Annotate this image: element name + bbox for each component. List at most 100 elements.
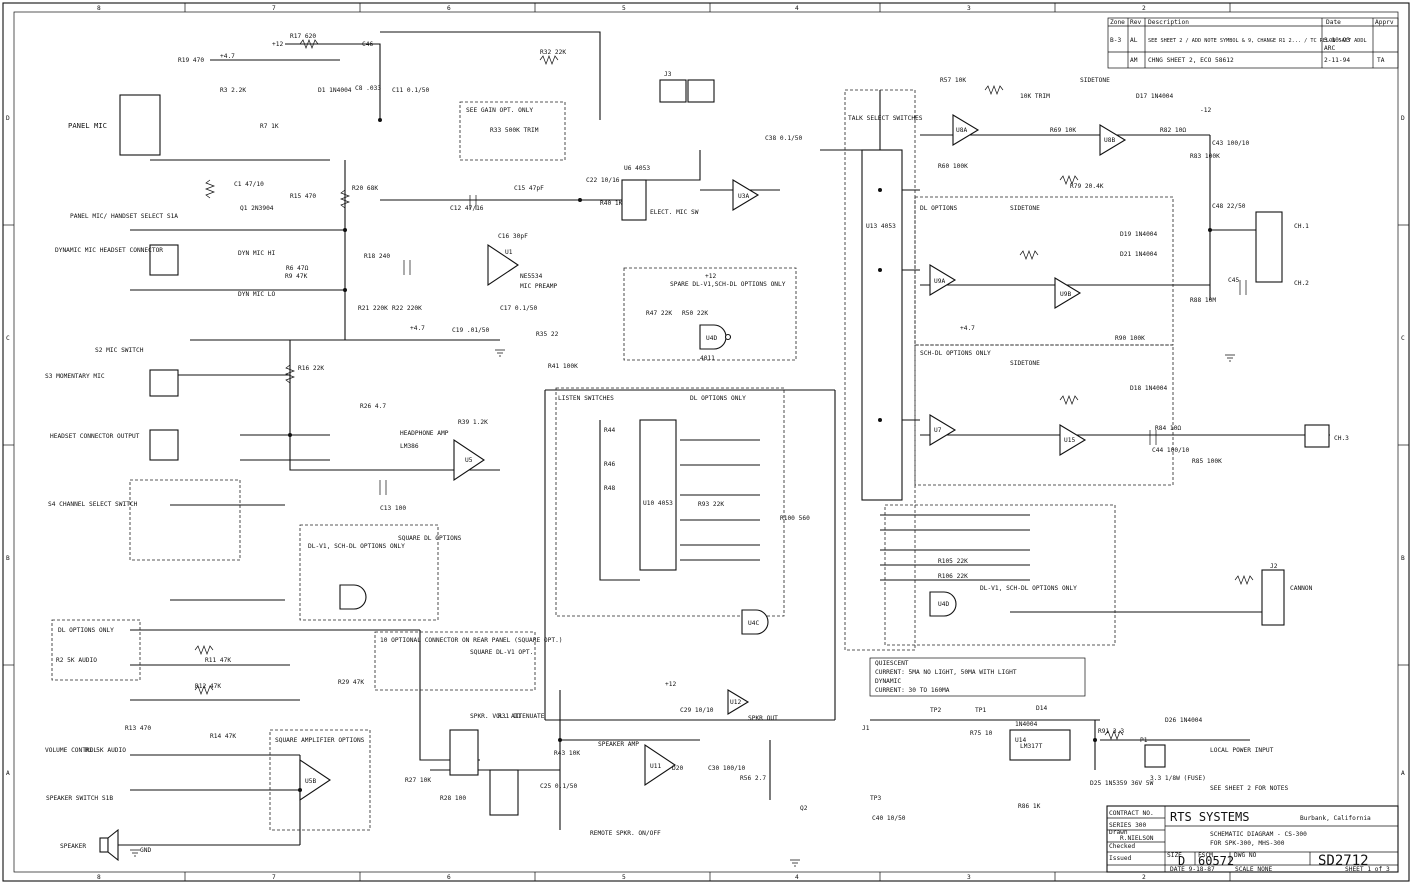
col-label: 7	[272, 5, 276, 12]
ref-u1: U1	[505, 249, 513, 256]
ref-u9b: U9B	[1060, 291, 1071, 298]
label-remote-speaker: REMOTE SPKR. ON/OFF	[590, 830, 661, 837]
label-u4d-part: 4011	[700, 355, 715, 362]
rail-plus12-b: +12	[705, 273, 716, 280]
ref-r9: R9 47K	[285, 273, 308, 280]
ref-c22: C22 10/16	[586, 177, 620, 184]
rev-date: 2-11-94	[1324, 57, 1350, 64]
speaker-symbol	[99, 828, 119, 862]
label-sch-dl: SCH-DL OPTIONS ONLY	[920, 350, 991, 357]
company-location: Burbank, California	[1300, 815, 1371, 822]
col-label: 4	[795, 5, 799, 12]
label-gnd: GND	[140, 847, 151, 854]
option-boxes	[51, 89, 1174, 831]
ref-j1: J1	[862, 725, 870, 732]
col-label: 2	[1142, 5, 1146, 12]
ic-u10-4053	[639, 419, 677, 571]
see-notes: SEE SHEET 2 FOR NOTES	[1210, 785, 1289, 792]
ref-u14: U14	[1015, 737, 1026, 744]
ics	[119, 79, 1330, 816]
fscm-value: 60572	[1198, 854, 1234, 868]
headphone-amp-opamp	[453, 438, 485, 482]
u12-opamp	[727, 689, 750, 715]
headset-output-connector	[149, 429, 179, 461]
ref-r31: R31 1Ω	[498, 713, 521, 720]
ref-r27: R27 10K	[405, 777, 431, 784]
ref-u7: U7	[934, 427, 942, 434]
label-dl-opt: DL OPTIONS	[920, 205, 958, 212]
ref-r75: R75 10	[970, 730, 993, 737]
label-n4004: 1N4004	[1015, 721, 1038, 728]
ref-r83: R83 100K	[1190, 153, 1220, 160]
rev-appr: TA	[1377, 57, 1385, 64]
ref-c29: C29 10/10	[680, 707, 714, 714]
rev-letter: AM	[1130, 57, 1138, 64]
label-momentary-mic: S3 MOMENTARY MIC	[45, 373, 105, 380]
ref-r15: R15 470	[290, 193, 316, 200]
panel-mic-connector	[119, 94, 161, 156]
col-label: 8	[97, 5, 101, 12]
label-square-dl-opt: SQUARE DL OPTIONS	[398, 535, 462, 542]
ref-r20: R20 68K	[352, 185, 378, 192]
ref-u6: U6 4053	[624, 165, 650, 172]
ref-r57: R57 10K	[940, 77, 966, 84]
connector-ch-outputs	[1255, 211, 1283, 283]
drawing-date: DATE 9-18-87	[1170, 866, 1215, 873]
ref-r100: R100 560	[780, 515, 810, 522]
ref-q1: Q1 2N3904	[240, 205, 274, 212]
ref-q2: Q2	[800, 805, 808, 812]
label-headset-output: HEADSET CONNECTOR OUTPUT	[50, 433, 140, 440]
label-speaker-amp: SPEAKER AMP	[598, 741, 639, 748]
label-tk-trim: 10K TRIM	[1020, 93, 1050, 100]
u8a-opamp	[952, 114, 980, 146]
momentary-mic-connector	[149, 369, 179, 397]
ref-r84: R84 10Ω	[1155, 425, 1181, 432]
ref-r86: R86 1K	[1018, 803, 1041, 810]
ref-r88: R88 10M	[1190, 297, 1216, 304]
ref-tp3: TP3	[870, 795, 881, 802]
row-label: D	[6, 115, 10, 122]
u7a-opamp	[929, 264, 957, 296]
label-quiescent-3: CURRENT: 30 TO 160MA	[875, 687, 950, 694]
rail-plus12-c: +12	[665, 681, 676, 688]
rail-plus47-c: +4.7	[960, 325, 975, 332]
rev-header: Date	[1326, 19, 1341, 26]
label-dl-v1-sch: DL-V1, SCH-DL OPTIONS ONLY	[980, 585, 1077, 592]
ref-r17: R17 620	[290, 33, 316, 40]
ref-c1: C1 47/10	[234, 181, 264, 188]
ref-r79: R79 20.4K	[1070, 183, 1104, 190]
connector-j2-top	[687, 79, 715, 103]
ref-r19: R19 470	[178, 57, 204, 64]
ref-d18: D18 1N4004	[1130, 385, 1168, 392]
ref-r46: R46	[604, 461, 615, 468]
label-volume-control: VOLUME CONTROL	[45, 747, 97, 754]
label-channel-select: S4 CHANNEL SELECT SWITCH	[48, 501, 138, 508]
ref-u12: U12	[730, 699, 741, 706]
label-talk-select: TALK SELECT SWITCHES	[848, 115, 923, 122]
company-name: RTS SYSTEMS	[1170, 810, 1249, 824]
label-quiescent-2: DYNAMIC	[875, 678, 901, 685]
ref-c16: C16 30pF	[498, 233, 528, 240]
rev-header: Rev	[1130, 19, 1141, 26]
label-sq-opt-conn: 10 OPTIONAL CONNECTOR ON REAR PANEL (SQU…	[380, 637, 563, 644]
ref-c48: C48 22/50	[1212, 203, 1246, 210]
label-u10: U10 4053	[643, 500, 673, 507]
ref-u13: U13 4053	[866, 223, 896, 230]
dwg-label: DWG NO	[1234, 852, 1257, 859]
label-r2-audio: R2 5K AUDIO	[56, 657, 97, 664]
rev-appr: ARC	[1324, 45, 1335, 52]
ref-j2: J2	[1270, 563, 1278, 570]
row-label: B	[6, 555, 10, 562]
component-refs: R17 620 C46 R19 470 R3 2.2K R7 1K R15 47…	[125, 33, 1349, 822]
label-sidetone-2: SIDETONE	[1010, 205, 1040, 212]
nand-gate-u4d-2	[929, 591, 957, 617]
ref-r48: R48	[604, 485, 615, 492]
ref-r26: R26 4.7	[360, 403, 386, 410]
col-label: 4	[795, 874, 799, 881]
rev-zone: B-3	[1110, 37, 1121, 44]
label-gain-opt: SEE GAIN OPT. ONLY	[466, 107, 533, 114]
label-r1-audio: R1 5K AUDIO	[85, 747, 126, 754]
ref-u8a: U8A	[956, 127, 967, 134]
